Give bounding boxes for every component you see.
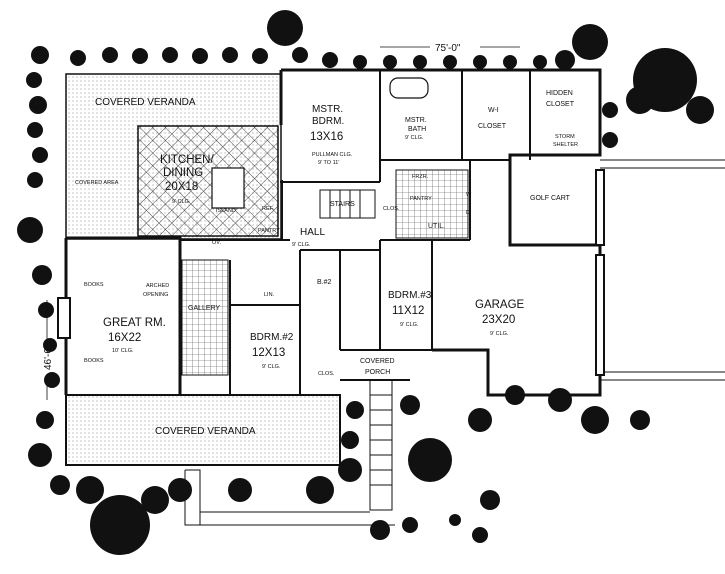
master-bath-label: MSTR.: [405, 117, 427, 124]
covered-veranda-top-label: COVERED VERANDA: [95, 97, 196, 108]
kitchen-floor: [137, 125, 279, 237]
gallery-floor: [181, 259, 229, 376]
stairs-label: STAIRS: [330, 201, 355, 208]
oven-label: OV.: [212, 240, 221, 246]
covered-veranda-bottom-area: [65, 394, 341, 466]
bath-tub: [389, 77, 429, 99]
covered-porch-label-2: PORCH: [365, 369, 390, 376]
arched-opening-label: ARCHED: [146, 283, 169, 289]
master-bedroom-label-2: BDRM.: [312, 116, 344, 127]
tree-right: [602, 48, 714, 148]
pantry-label: PANTRY: [258, 228, 280, 234]
bedroom2-size: 12X13: [252, 347, 285, 359]
closet-label: CLOS.: [383, 206, 400, 212]
hall-label: HALL: [300, 227, 325, 238]
master-bedroom-size: 13X16: [310, 131, 343, 143]
freezer-label: FRZR.: [412, 174, 429, 180]
bedroom2-clg: 9' CLG.: [262, 364, 281, 370]
master-bedroom-label: MSTR.: [312, 104, 343, 115]
island-label: ISLAND: [216, 208, 236, 214]
great-room-label: GREAT RM.: [103, 317, 166, 329]
arched-opening-label-2: OPENING: [143, 292, 168, 298]
hidden-closet-label: HIDDEN: [546, 90, 573, 97]
storm-shelter-label: STORM: [555, 134, 575, 140]
kitchen-label: KITCHEN/: [160, 154, 214, 166]
garage-size: 23X20: [482, 314, 515, 326]
master-bedroom-clg-2: 9' TO 11': [318, 160, 339, 166]
stairs: [319, 189, 376, 219]
books-bottom-label: BOOKS: [84, 358, 104, 364]
wi-closet-label-2: CLOSET: [478, 123, 507, 130]
garage-doors: [595, 169, 605, 376]
books-top-label: BOOKS: [84, 282, 104, 288]
bedroom3-label: BDRM.#3: [388, 290, 432, 301]
ref-label: REF.: [262, 206, 274, 212]
master-bedroom-clg: PULLMAN CLG.: [312, 152, 353, 158]
kitchen-size: 20X18: [165, 181, 198, 193]
bedroom3-size: 11X12: [392, 305, 424, 317]
great-room-size: 16X22: [108, 332, 141, 344]
master-bath-label-2: BATH: [408, 126, 426, 133]
dining-label: DINING: [163, 167, 203, 179]
covered-porch-label: COVERED: [360, 358, 395, 365]
hall-clg: 9' CLG.: [292, 242, 311, 248]
dimension-lines: [46, 46, 520, 400]
wi-closet-label: W-I: [488, 107, 499, 114]
utility-label: UTIL.: [428, 223, 445, 230]
labels: 75'-0" 46'-6" COVERED VERANDA COVERED AR…: [43, 43, 578, 437]
kitchen-island: [211, 167, 245, 209]
fireplace: [57, 297, 71, 339]
dryer-label: D: [466, 210, 470, 216]
garage-clg: 9' CLG.: [490, 331, 509, 337]
hedge-top: [70, 10, 608, 70]
gallery-label: GALLERY: [188, 305, 220, 312]
golf-cart-label: GOLF CART: [530, 195, 571, 202]
garage-label: GARAGE: [475, 299, 525, 311]
depth-dimension: 46'-6": [43, 344, 54, 370]
bath2-label: B.#2: [317, 279, 332, 286]
driveway: [600, 159, 725, 381]
washer-label: W: [466, 192, 472, 198]
storm-shelter-label-2: SHELTER: [553, 142, 578, 148]
master-bath-clg: 9' CLG.: [405, 135, 424, 141]
great-room-clg: 10' CLG.: [112, 348, 134, 354]
linen-label: LIN.: [264, 292, 275, 298]
covered-veranda-bottom-label: COVERED VERANDA: [155, 426, 256, 437]
width-dimension: 75'-0": [435, 43, 461, 54]
pantry2-label: PANTRY: [410, 196, 432, 202]
kitchen-clg: 9' CLG.: [172, 199, 191, 205]
closet2-label: CLOS.: [318, 371, 335, 377]
covered-area-label: COVERED AREA: [75, 180, 119, 186]
hedge-left: [17, 46, 70, 495]
bedroom3-clg: 9' CLG.: [400, 322, 419, 328]
utility-floor: [395, 169, 469, 239]
hidden-closet-label-2: CLOSET: [546, 101, 575, 108]
bedroom2-label: BDRM.#2: [250, 332, 294, 343]
